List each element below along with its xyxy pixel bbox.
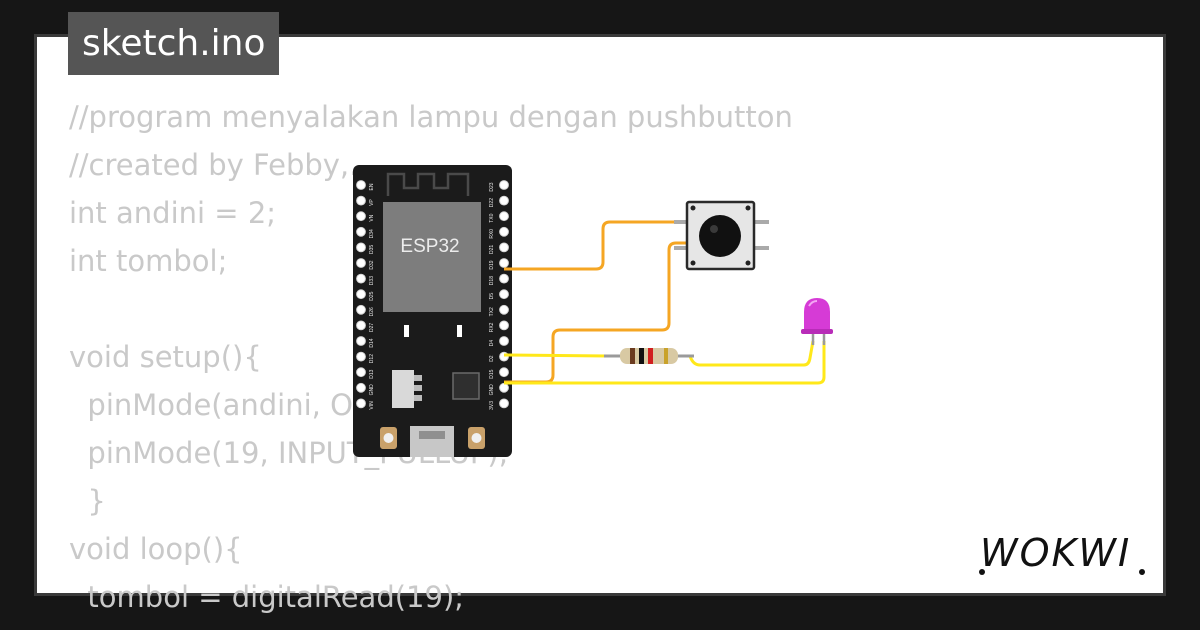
pin-label: D14 [369, 338, 375, 347]
wokwi-logo[interactable]: WOKWI [978, 526, 1153, 578]
wire-orange [504, 241, 688, 384]
code-line: //created by Febby,.... [69, 148, 387, 182]
code-line: } [69, 484, 106, 518]
pin-hole[interactable] [499, 398, 509, 409]
pin-hole[interactable] [499, 211, 509, 222]
chip-label: ESP32 [400, 236, 459, 257]
code-line: int tombol; [69, 244, 228, 278]
pin-hole[interactable] [356, 242, 366, 253]
pin-hole[interactable] [356, 180, 366, 190]
pin-label: D26 [369, 307, 375, 316]
pin-hole[interactable] [356, 289, 366, 300]
usb-chip [452, 372, 480, 400]
pin-hole[interactable] [356, 304, 366, 315]
wire-yellow [688, 340, 815, 367]
pin-hole[interactable] [356, 367, 366, 378]
pin-label: RX2 [489, 322, 495, 332]
pin-label: D21 [489, 245, 495, 254]
pin-hole[interactable] [499, 180, 509, 190]
pin-hole[interactable] [499, 351, 509, 362]
pin-label: 3V3 [489, 401, 495, 410]
pin-label: D2 [489, 355, 495, 362]
wire-yellow [504, 341, 826, 385]
pin-label: RX0 [489, 229, 495, 239]
pin-hole[interactable] [499, 258, 509, 268]
pin-label: TX2 [489, 307, 495, 316]
code-line: //program menyalakan lampu dengan pushbu… [69, 100, 793, 134]
pin-hole[interactable] [356, 351, 366, 362]
pin-label: EN [369, 183, 375, 190]
pin-hole[interactable] [356, 211, 366, 222]
pin-hole[interactable] [356, 320, 366, 331]
code-line: tombol = digitalRead(19); [69, 580, 465, 614]
pin-hole[interactable] [499, 273, 509, 284]
pin-hole[interactable] [499, 382, 509, 393]
code-line: void loop(){ [69, 532, 243, 566]
pin-hole[interactable] [499, 320, 509, 331]
code-editor: //program menyalakan lampu dengan pushbu… [69, 93, 793, 621]
pin-label: D22 [489, 198, 495, 207]
pin-label: D35 [369, 245, 375, 254]
pushbutton-icon[interactable] [674, 200, 769, 271]
usb-port [410, 426, 454, 457]
pin-label: VIN [369, 401, 375, 410]
pin-label: TX0 [489, 213, 495, 222]
regulator [392, 370, 414, 408]
pin-label: D32 [369, 260, 375, 269]
pin-label: VN [369, 214, 375, 221]
file-tab[interactable]: sketch.ino [68, 12, 280, 75]
esp32-board[interactable]: ESP32 ENVPVND34D35D32D33D25D26D27D14D12D… [353, 165, 512, 457]
logo-text: WOKWI [980, 531, 1131, 575]
code-line: int andini = 2; [69, 196, 277, 230]
code-line: void setup(){ [69, 340, 262, 374]
preview-card: //program menyalakan lampu dengan pushbu… [34, 34, 1166, 614]
pin-hole[interactable] [499, 367, 509, 378]
pin-label: D12 [369, 354, 375, 363]
pin-label: D33 [369, 276, 375, 285]
pin-label: D5 [489, 293, 495, 300]
pin-hole[interactable] [499, 226, 509, 237]
pin-label: D25 [369, 291, 375, 300]
wire-orange [504, 220, 688, 271]
pin-hole[interactable] [356, 336, 366, 346]
pin-label: D18 [489, 276, 495, 285]
pin-label: D34 [369, 229, 375, 238]
pin-hole[interactable] [499, 242, 509, 253]
chip-shield [383, 202, 481, 312]
pin-hole[interactable] [499, 304, 509, 315]
resistor-icon[interactable] [604, 348, 694, 364]
pin-label: VP [369, 199, 375, 206]
pin-hole[interactable] [356, 398, 366, 409]
file-tab-label: sketch.ino [82, 23, 266, 64]
pin-hole[interactable] [499, 195, 509, 206]
pin-label: D23 [489, 182, 495, 191]
pin-hole[interactable] [356, 258, 366, 268]
pin-label: D15 [489, 369, 495, 378]
pin-hole[interactable] [356, 195, 366, 206]
pin-label: GND [369, 384, 375, 396]
pin-hole[interactable] [356, 273, 366, 284]
wire-yellow [503, 353, 609, 358]
pin-hole[interactable] [356, 382, 366, 393]
pin-label: GND [489, 384, 495, 396]
pin-label: D13 [369, 369, 375, 378]
pin-hole[interactable] [356, 226, 366, 237]
pin-hole[interactable] [499, 289, 509, 300]
pin-label: D4 [489, 340, 495, 347]
led-icon[interactable] [801, 298, 833, 345]
pin-hole[interactable] [499, 336, 509, 346]
pin-label: D27 [369, 323, 375, 332]
pin-label: D19 [489, 260, 495, 269]
wires [503, 220, 826, 385]
